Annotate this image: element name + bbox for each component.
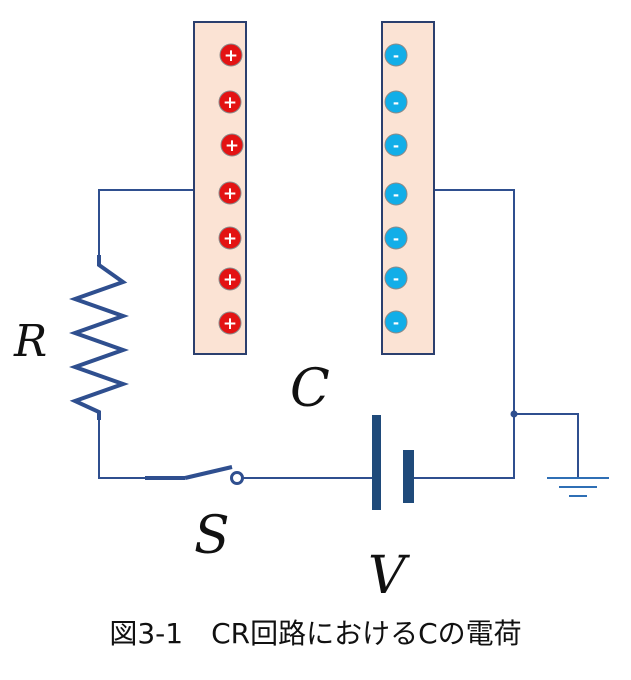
negative-charge: -: [384, 133, 408, 157]
positive-sign: +: [223, 270, 237, 290]
switch-blade: [184, 465, 233, 480]
figure-caption: 図3-1 CR回路におけるCの電荷: [109, 617, 522, 650]
positive-sign: +: [224, 46, 238, 66]
switch-contact: [230, 471, 244, 485]
wire-bottom-left: [98, 420, 145, 479]
negative-charge: -: [384, 43, 408, 67]
negative-sign: -: [393, 47, 399, 65]
positive-charge: +: [218, 226, 242, 250]
positive-charge: +: [219, 43, 243, 67]
positive-sign: +: [223, 229, 237, 249]
negative-sign: -: [393, 230, 399, 248]
positive-charge: +: [218, 267, 242, 291]
negative-sign: -: [393, 137, 399, 155]
battery-short-plate: [403, 450, 414, 503]
negative-sign: -: [393, 314, 399, 332]
voltage-label: V: [368, 546, 410, 606]
wire-right: [413, 189, 515, 479]
positive-charge: +: [220, 133, 244, 157]
negative-charges: - - - - - - -: [384, 43, 408, 334]
ground-symbol: [547, 477, 609, 497]
positive-sign: +: [223, 93, 237, 113]
positive-charge: +: [218, 181, 242, 205]
negative-sign: -: [393, 186, 399, 204]
switch[interactable]: [145, 465, 278, 485]
positive-charge: +: [218, 311, 242, 335]
negative-sign: -: [393, 94, 399, 112]
negative-charge: -: [384, 310, 408, 334]
positive-charges: + + + + + + +: [218, 43, 244, 335]
wire-ground: [514, 413, 579, 478]
negative-sign: -: [393, 270, 399, 288]
positive-charge: +: [218, 90, 242, 114]
resistor: [69, 255, 129, 420]
negative-charge: -: [384, 266, 408, 290]
capacitor-label: C: [290, 359, 330, 419]
positive-sign: +: [225, 136, 239, 156]
positive-sign: +: [223, 184, 237, 204]
battery-long-plate: [372, 415, 381, 510]
negative-charge: -: [384, 226, 408, 250]
switch-label: S: [194, 506, 230, 566]
wire-top-left: [98, 189, 195, 255]
resistor-label: R: [13, 316, 47, 367]
negative-charge: -: [384, 182, 408, 206]
positive-sign: +: [223, 314, 237, 334]
wires: [98, 189, 579, 479]
negative-charge: -: [384, 90, 408, 114]
junction-dot: [510, 410, 518, 418]
